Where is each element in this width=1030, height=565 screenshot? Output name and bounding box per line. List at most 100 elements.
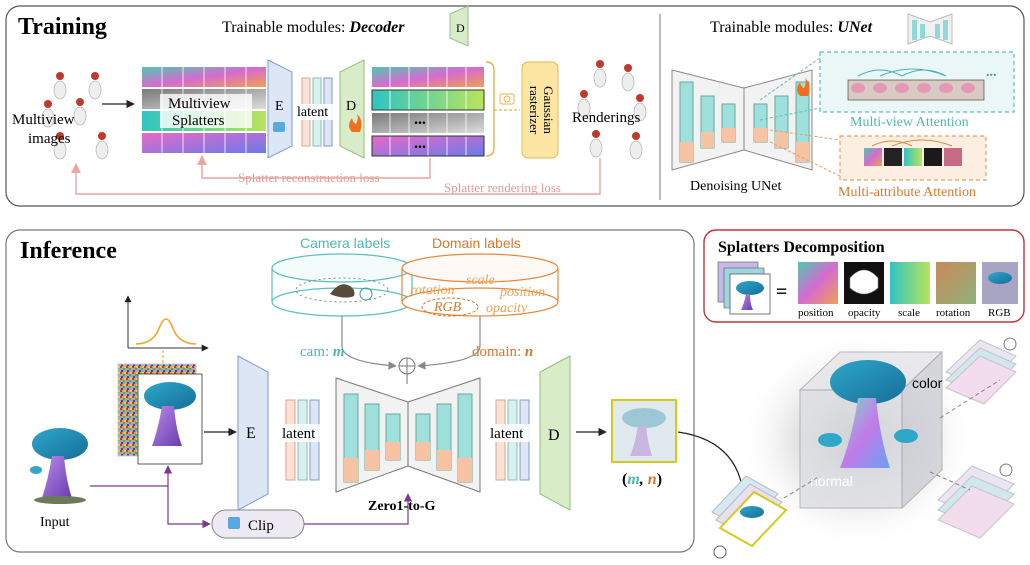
training-latent-label: latent — [297, 105, 328, 120]
trainable-decoder-text: Trainable modules: Decoder — [222, 19, 405, 36]
cam-condition-arrow — [341, 316, 397, 370]
view-line-bottom-left — [783, 475, 821, 499]
svg-text:D: D — [456, 21, 465, 35]
ma-attention-link-1 — [769, 129, 841, 141]
multiview-attention-label: Multi-view Attention — [850, 115, 969, 130]
inference-latent-out-label: latent — [490, 426, 524, 442]
camera-labels-title: Camera labels — [300, 235, 390, 251]
output-label: (m, n) — [622, 471, 662, 488]
normal-label: normal — [810, 473, 853, 489]
inference-encoder — [237, 355, 269, 511]
ma-attention-frames — [864, 139, 962, 166]
renderings-label: Renderings — [572, 110, 640, 126]
view-line-bottom-right — [929, 471, 971, 491]
view-stack-bottom-right — [937, 463, 1015, 539]
decomp-rgb-label: RGB — [988, 307, 1011, 319]
splatters-ellipsis-1: ... — [414, 111, 426, 128]
multiview-images — [41, 72, 109, 160]
domain-word-position: position — [499, 285, 545, 300]
decomp-rgb-mushroom — [988, 272, 1012, 284]
reconstructed-splatters — [371, 67, 485, 157]
domain-word-scale: scale — [466, 273, 495, 288]
domain-label: domain: n — [472, 344, 533, 360]
training-decoder-label: D — [346, 99, 356, 114]
clip-freeze-icon — [228, 517, 240, 529]
cube-mushroom — [818, 360, 918, 468]
training-latent-label-bg — [296, 104, 336, 120]
inference-title: Inference — [20, 238, 117, 264]
multiview-images-label-2: images — [28, 131, 71, 147]
freeze-icon — [273, 122, 285, 132]
color-label: color — [912, 375, 943, 391]
decomposition-equals: = — [776, 281, 787, 303]
renderings-images — [577, 60, 647, 160]
multiview-images-label-1: Multiview — [12, 112, 75, 128]
domain-word-opacity: opacity — [486, 301, 528, 316]
decomp-scale-label: scale — [898, 307, 920, 319]
zero1-to-g-label: Zero1-to-G — [368, 499, 435, 514]
training-encoder — [267, 59, 293, 159]
decomp-scale-img — [890, 262, 930, 304]
decomp-rotation-img — [936, 262, 976, 304]
clip-label: Clip — [248, 518, 274, 534]
multiview-splatters-label-1: Multiview — [168, 96, 231, 112]
view-line-top-right — [939, 379, 1001, 419]
domain-labels-cylinder — [401, 253, 559, 317]
training-encoder-label: E — [275, 99, 284, 114]
ma-attention-link-2 — [769, 141, 841, 177]
inference-decoder-label: D — [548, 427, 560, 444]
decomposition-stack — [717, 261, 771, 315]
gaussian-rasterizer-label-1: Gaussian — [541, 86, 556, 134]
reconstruction-loss-label: Splatter reconstruction loss — [238, 170, 380, 185]
multiview-splatters-label-bg — [160, 94, 252, 128]
rendering-loss-label: Splatter rendering loss — [444, 180, 561, 195]
view-stack-bottom-left — [711, 475, 788, 559]
training-unet-bars — [679, 81, 810, 163]
inference-latent-in-label: latent — [282, 426, 316, 442]
rendering-loss-line — [71, 158, 601, 195]
training-decoder — [339, 59, 365, 159]
multiattribute-attention-label: Multi-attribute Attention — [838, 185, 976, 200]
inference-encoder-label: E — [246, 425, 256, 442]
noise-schedule-curve — [124, 295, 209, 373]
gaussian-rasterizer — [521, 61, 559, 159]
unet-fire-icon — [797, 78, 810, 96]
input-image — [30, 428, 88, 504]
mv-attention-link-2 — [759, 107, 821, 121]
condition-sum-node — [398, 357, 416, 375]
splatters-ellipsis-2: ... — [414, 135, 426, 152]
denoising-unet-label: Denoising UNet — [690, 179, 781, 194]
decomp-opacity-label: opacity — [848, 307, 881, 319]
latent-out-label-bg — [488, 424, 534, 442]
latent-in-label-bg — [280, 424, 326, 442]
gaussian-rasterizer-label-2: rasterizer — [527, 86, 542, 135]
mv-attention-frames — [847, 68, 985, 101]
splatters-bracket — [485, 61, 495, 157]
view-stack-top-right — [945, 337, 1017, 405]
output-splatter-mushroom — [622, 408, 666, 456]
mv-attention-link-1 — [759, 57, 821, 101]
mv-attention-ellipsis: ... — [986, 65, 997, 80]
input-to-clip-line — [167, 486, 211, 529]
multiview-splatters-label-2: Splatters — [172, 113, 225, 129]
domain-word-rotation: rotation — [410, 283, 455, 298]
decoder-mini-icon: D — [449, 5, 469, 47]
input-label: Input — [40, 515, 70, 530]
decomp-rotation-label: rotation — [936, 307, 971, 319]
domain-word-rgb: RGB — [433, 300, 462, 315]
zero1-to-g-bars — [343, 393, 473, 483]
decomp-position-label: position — [798, 307, 834, 319]
decomp-opacity-shape — [849, 269, 879, 295]
cam-label: cam: m — [300, 344, 345, 360]
reconstruction-loss-line — [197, 155, 431, 179]
camera-icon — [499, 93, 515, 105]
fire-icon — [349, 114, 362, 132]
training-title: Training — [18, 14, 107, 40]
unet-mini-icon — [907, 13, 953, 45]
inference-decoder — [539, 355, 571, 511]
decomp-position-img — [798, 262, 838, 304]
clip-to-model-line — [304, 493, 413, 525]
domain-condition-arrow — [417, 316, 481, 370]
domain-labels-title: Domain labels — [432, 235, 521, 251]
